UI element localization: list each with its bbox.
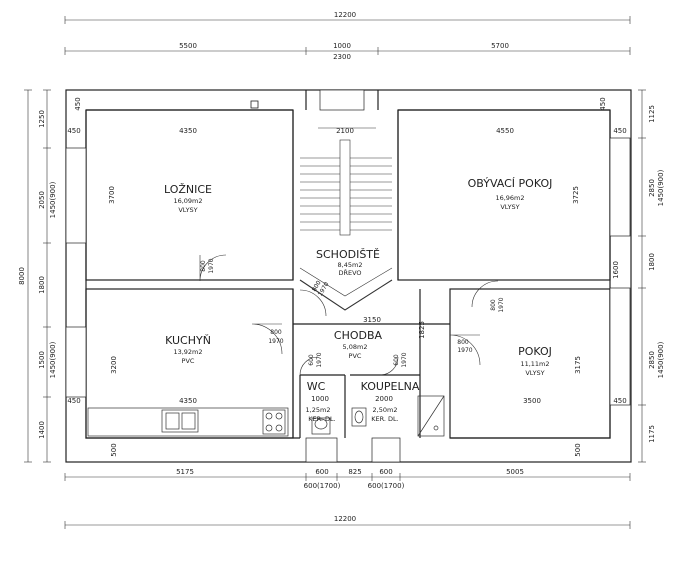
dim-left-2b: 1450(900) [49, 181, 57, 218]
windows [65, 89, 631, 463]
dim-v-3725: 3725 [572, 186, 580, 204]
dim-bottom-right: 5005 [506, 468, 524, 476]
room-chodba-area: 5,08m2 [343, 343, 368, 351]
door-pokoj-height: 1970 [457, 347, 472, 354]
room-loznice-area: 16,09m2 [173, 197, 202, 205]
door-obyv-width: 800 [490, 299, 497, 311]
chimney [250, 100, 259, 109]
dim-right-5: 1175 [648, 425, 656, 443]
dim-bottom-left: 5175 [176, 468, 194, 476]
door-loznice-width: 800 [200, 260, 207, 272]
kitchen-counter [87, 407, 289, 437]
right-dimension-lines [638, 89, 646, 463]
dim-v-3200: 3200 [110, 356, 118, 374]
door-koup-width: 600 [393, 354, 400, 366]
room-koupelna-area: 2,50m2 [373, 406, 398, 414]
dim-v-1825: 1825 [418, 321, 426, 339]
staircase [299, 127, 393, 311]
dim-left-3: 1800 [38, 276, 46, 294]
dim-right-1: 1125 [648, 105, 656, 123]
dim-w-2100: 2100 [336, 127, 354, 135]
dim-v-3175: 3175 [574, 356, 582, 374]
dim-top-right: 5700 [491, 42, 509, 50]
room-schodiste-floor: DŘEVO [338, 268, 361, 277]
dim-wall-450-c: 450 [67, 397, 80, 405]
room-obyvaci-floor: VLYSY [500, 203, 519, 211]
dim-v-500-a: 500 [110, 443, 118, 456]
door-obyv-height: 1970 [498, 297, 505, 312]
dim-w-4550: 4550 [496, 127, 514, 135]
dim-w-3500: 3500 [523, 397, 541, 405]
dim-right-2: 2850 [648, 179, 656, 197]
dim-bottom-overall: 12200 [334, 515, 356, 523]
room-wc-floor: KER. DL. [308, 415, 335, 423]
dim-left-1: 1250 [38, 110, 46, 128]
dim-right-2b: 1450(900) [657, 169, 665, 206]
dim-w-1000: 1000 [311, 395, 329, 403]
dim-v-1600: 1600 [612, 261, 620, 279]
door-schod-width: 800 [311, 279, 323, 293]
dim-v-500-b: 500 [574, 443, 582, 456]
door-loznice-height: 1970 [208, 258, 215, 273]
room-koupelna-floor: KER. DL. [371, 415, 398, 423]
dim-top-mid-a: 1000 [333, 42, 351, 50]
left-dimension-lines [24, 89, 51, 463]
door-swings [199, 254, 499, 376]
bottom-dimension-lines [64, 473, 631, 529]
dim-w-4350-bottom: 4350 [179, 397, 197, 405]
room-kuchyn-name: KUCHYŇ [165, 334, 211, 347]
room-kuchyn-floor: PVC [182, 357, 195, 365]
room-pokoj-area: 11,11m2 [520, 360, 549, 368]
room-schodiste-area: 8,45m2 [338, 261, 363, 269]
dim-bottom-w1: 600 [315, 468, 328, 476]
dim-right-4b: 1450(900) [657, 341, 665, 378]
dim-wall-450-a: 450 [67, 127, 80, 135]
dim-left-overall: 8000 [18, 267, 26, 285]
dim-v-3700: 3700 [108, 186, 116, 204]
room-obyvaci-area: 16,96m2 [495, 194, 524, 202]
door-wc-width: 600 [308, 354, 315, 366]
dim-top-mid-b: 2300 [333, 53, 351, 61]
dim-w-3150: 3150 [363, 316, 381, 324]
dim-right-4: 2850 [648, 351, 656, 369]
dim-wall-450-d: 450 [613, 397, 626, 405]
room-chodba-floor: PVC [349, 352, 362, 360]
room-loznice-name: LOŽNICE [164, 183, 212, 196]
dim-right-3: 1800 [648, 253, 656, 271]
bathroom-fixtures [311, 395, 445, 437]
door-kuchyn-width: 800 [270, 329, 282, 336]
dim-top-overall: 12200 [334, 11, 356, 19]
dim-wall-450-e: 450 [74, 97, 82, 110]
dim-w-2000: 2000 [375, 395, 393, 403]
door-pokoj-width: 800 [457, 339, 469, 346]
dim-bottom-w3: 600 [379, 468, 392, 476]
dim-bottom-sub2: 600(1700) [368, 482, 405, 490]
room-kuchyn-area: 13,92m2 [173, 348, 202, 356]
dim-bottom-w2: 825 [348, 468, 361, 476]
room-koupelna-name: KOUPELNA [361, 380, 420, 393]
dim-top-left: 5500 [179, 42, 197, 50]
door-wc-height: 1970 [316, 352, 323, 367]
door-koup-height: 1970 [401, 352, 408, 367]
room-chodba-name: CHODBA [334, 329, 383, 342]
room-obyvaci-name: OBÝVACÍ POKOJ [468, 177, 553, 190]
dim-left-5: 1400 [38, 421, 46, 439]
dim-w-4350-top: 4350 [179, 127, 197, 135]
dim-left-4b: 1450(900) [49, 341, 57, 378]
room-loznice-floor: VLYSY [178, 206, 197, 214]
door-kuchyn-height: 1970 [268, 338, 283, 345]
room-pokoj-name: POKOJ [518, 345, 552, 358]
dim-left-4: 1500 [38, 351, 46, 369]
dim-bottom-sub1: 600(1700) [304, 482, 341, 490]
dim-left-2: 2050 [38, 191, 46, 209]
room-schodiste-name: SCHODIŠTĚ [316, 248, 380, 261]
top-dimension-lines [64, 16, 631, 55]
room-pokoj-floor: VLYSY [525, 369, 544, 377]
room-wc-name: WC [307, 380, 326, 393]
dim-wall-450-b: 450 [613, 127, 626, 135]
room-wc-area: 1,25m2 [306, 406, 331, 414]
dim-wall-450-f: 450 [599, 97, 607, 110]
